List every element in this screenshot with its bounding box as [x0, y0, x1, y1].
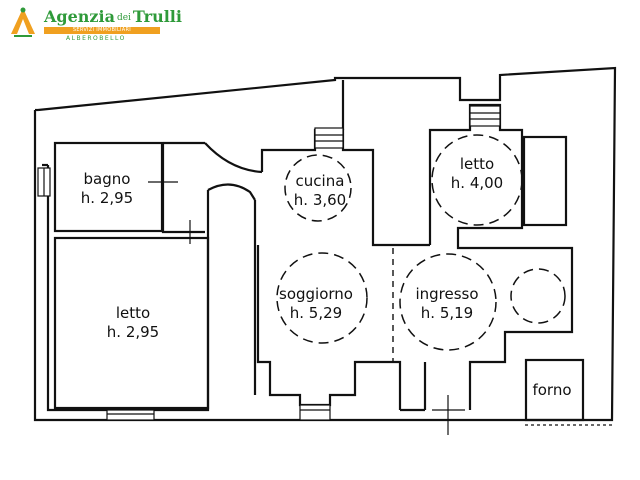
window-cucina: [314, 127, 344, 149]
agency-tagline: SERVIZI IMMOBILIARI: [44, 27, 160, 34]
window-letto-left: [106, 409, 155, 421]
ingresso-room-wall: [428, 103, 574, 410]
dome-extra: [510, 268, 566, 324]
letto-left-room-wall: [53, 236, 210, 410]
forno-room-wall: [524, 358, 585, 422]
room-label-forno: forno: [532, 381, 572, 399]
dome-letto-right: [431, 134, 523, 226]
window-letto-right: [469, 105, 501, 127]
dome-ingresso: [399, 253, 497, 351]
agency-city: ALBEROBELLO: [66, 35, 126, 42]
soggiorno-room-wall: [256, 245, 402, 410]
outer-wall: [33, 66, 617, 422]
corridor-arc-wall: [204, 142, 263, 174]
window-soggiorno: [299, 404, 331, 421]
dome-soggiorno: [276, 252, 368, 344]
trullo-logo-icon: [11, 7, 35, 37]
dome-cucina: [284, 154, 352, 222]
